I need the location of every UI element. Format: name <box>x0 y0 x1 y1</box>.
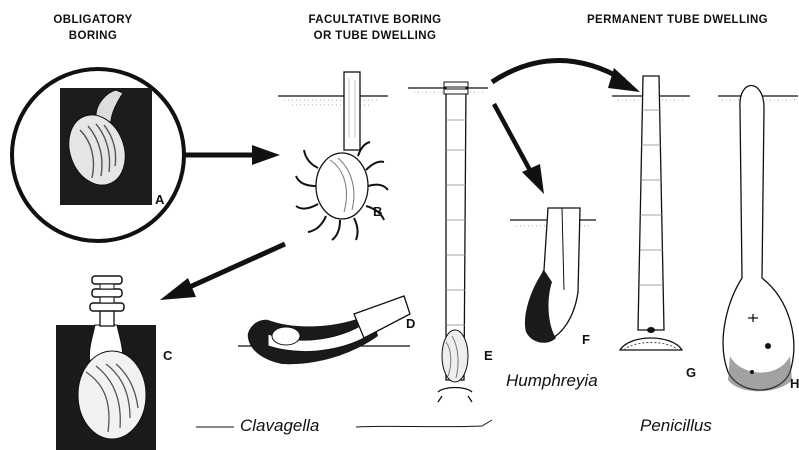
arrow-b-to-c <box>160 244 285 300</box>
panel-label-c: C <box>163 348 172 363</box>
panel-d-figure <box>238 296 410 364</box>
panel-b-figure <box>278 72 388 240</box>
genus-humphreyia: Humphreyia <box>506 371 598 391</box>
panel-label-d: D <box>406 316 415 331</box>
panel-label-e: E <box>484 348 493 363</box>
clavagella-rule-right <box>356 420 492 427</box>
panel-g-figure <box>612 76 690 350</box>
panel-a-inset <box>12 69 184 241</box>
panel-label-f: F <box>582 332 590 347</box>
genus-clavagella: Clavagella <box>240 416 319 436</box>
arrow-a-to-b <box>185 145 280 165</box>
panel-c-figure <box>56 276 156 450</box>
panel-label-a: A <box>155 192 164 207</box>
panel-label-g: G <box>686 365 696 380</box>
panel-e-figure <box>408 82 488 402</box>
panel-h-figure <box>718 86 798 392</box>
genus-penicillus: Penicillus <box>640 416 712 436</box>
arrow-e-to-f <box>494 104 544 194</box>
panel-f-figure <box>510 208 596 343</box>
panel-label-h: H <box>790 376 799 391</box>
arrow-e-to-g <box>492 60 640 92</box>
panel-label-b: B <box>373 204 382 219</box>
